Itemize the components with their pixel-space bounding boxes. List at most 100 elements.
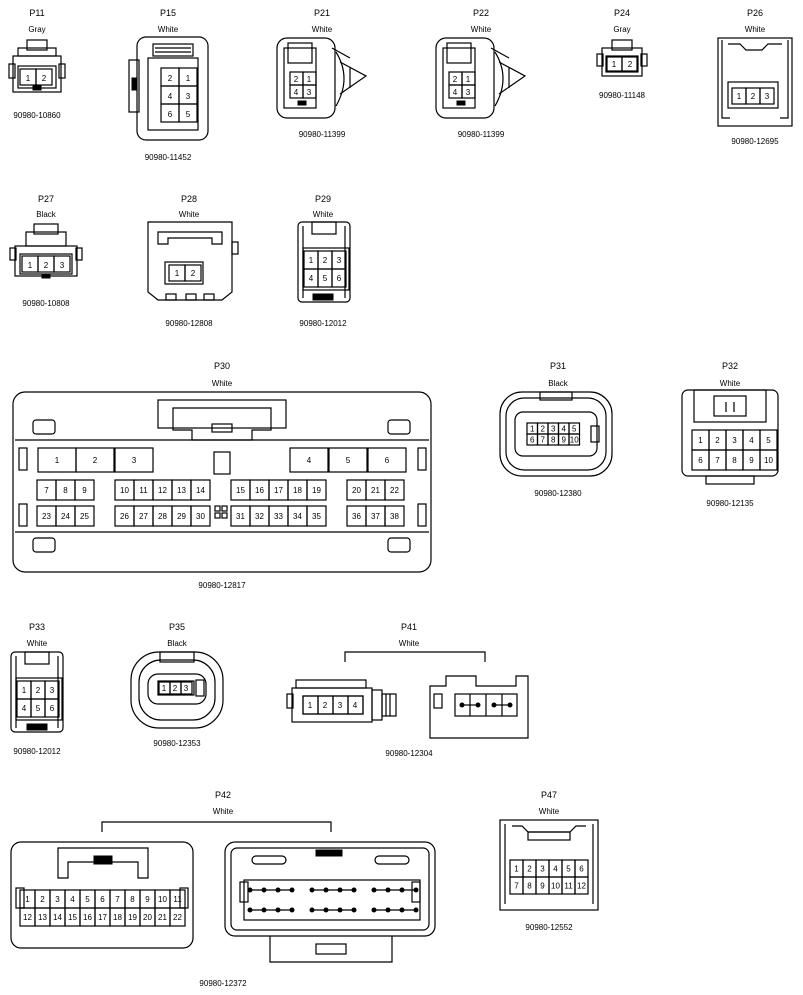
connector-cavity bbox=[302, 247, 350, 291]
pin-number: 18 bbox=[293, 486, 302, 495]
connector-p41: P41 White 1 2 3 4 90980-12304 bbox=[286, 622, 529, 758]
connector-housing bbox=[147, 221, 233, 301]
pin-number: 5 bbox=[85, 895, 90, 904]
connector-housing-mating bbox=[224, 841, 436, 937]
pin-number: 2 bbox=[628, 60, 633, 69]
terminal-dot bbox=[413, 887, 419, 893]
terminal-dot bbox=[289, 907, 295, 913]
pair-bracket bbox=[101, 821, 332, 832]
connector-side-tab bbox=[596, 53, 604, 67]
connector-id: P11 bbox=[29, 8, 44, 18]
pin-number: 3 bbox=[60, 261, 65, 270]
pin-cell bbox=[35, 68, 53, 86]
connector-id: P26 bbox=[747, 8, 763, 18]
pin-number: 6 bbox=[530, 435, 535, 444]
pin-number: 7 bbox=[715, 456, 720, 465]
pin-number: 20 bbox=[143, 913, 152, 922]
pin-cell bbox=[53, 255, 71, 273]
pin-number: 1 bbox=[162, 684, 167, 693]
terminal-dot bbox=[275, 907, 281, 913]
part-number: 90980-12372 bbox=[199, 979, 247, 988]
connector-latch bbox=[693, 389, 767, 423]
pin-number: 19 bbox=[312, 486, 321, 495]
pin-cell bbox=[461, 84, 476, 99]
pin-number: 4 bbox=[562, 424, 567, 433]
pin-number: 29 bbox=[177, 512, 186, 521]
pin-number: 3 bbox=[337, 256, 342, 265]
connector-latch bbox=[152, 43, 194, 57]
pin-cell bbox=[184, 264, 202, 282]
pin-number: 10 bbox=[158, 895, 167, 904]
connector-housing bbox=[435, 37, 495, 119]
connector-p11: P11 Gray 1 2 90980-10860 bbox=[8, 8, 66, 120]
pin-number: 38 bbox=[390, 512, 399, 521]
terminal-dot bbox=[247, 887, 253, 893]
pin-number: 5 bbox=[36, 704, 41, 713]
pin-number: 3 bbox=[466, 88, 471, 97]
pin-number: 3 bbox=[732, 436, 737, 445]
key-mark bbox=[32, 85, 42, 91]
terminal-dot bbox=[323, 907, 329, 913]
part-number: 90980-12380 bbox=[534, 489, 582, 498]
connector-color: White bbox=[213, 807, 234, 816]
part-number: 90980-10808 bbox=[22, 299, 70, 308]
terminal-dot bbox=[351, 887, 357, 893]
pin-number: 4 bbox=[309, 274, 314, 283]
pin-number: 2 bbox=[42, 74, 47, 83]
part-number: 90980-11399 bbox=[299, 130, 346, 139]
pin-number: 3 bbox=[338, 701, 343, 710]
pin-cell bbox=[180, 681, 193, 695]
pin-cell bbox=[74, 479, 95, 501]
pin-number: 8 bbox=[732, 456, 737, 465]
pin-number: 1 bbox=[612, 60, 617, 69]
connector-side-tab bbox=[8, 63, 16, 79]
pin-number: 23 bbox=[42, 512, 51, 521]
connector-p35: P35 Black 1 2 3 90980-12353 bbox=[130, 622, 224, 748]
pin-number: 34 bbox=[293, 512, 302, 521]
connector-latch bbox=[24, 651, 50, 665]
terminal-dot bbox=[399, 887, 405, 893]
pin-number: 3 bbox=[551, 424, 556, 433]
part-number: 90980-11399 bbox=[458, 130, 505, 139]
pin-number: 3 bbox=[540, 864, 545, 873]
pin-number: 5 bbox=[346, 456, 351, 465]
connector-id: P28 bbox=[181, 194, 197, 204]
connector-id: P22 bbox=[473, 8, 489, 18]
pin-number: 1 bbox=[466, 75, 471, 84]
pin-number: 20 bbox=[352, 486, 361, 495]
pin-number: 22 bbox=[173, 913, 182, 922]
pin-number: 10 bbox=[764, 456, 773, 465]
terminal-dot bbox=[247, 907, 253, 913]
connector-color: Black bbox=[36, 210, 57, 219]
connector-color: White bbox=[720, 379, 741, 388]
terminal-dot bbox=[261, 907, 267, 913]
pin-number: 17 bbox=[98, 913, 107, 922]
pin-number: 31 bbox=[236, 512, 245, 521]
pin-cell bbox=[169, 907, 186, 927]
pin-cell bbox=[759, 87, 775, 105]
terminal-dot bbox=[309, 887, 315, 893]
connector-latch bbox=[287, 42, 313, 64]
pin-number: 2 bbox=[191, 269, 196, 278]
terminal-dot bbox=[289, 887, 295, 893]
connector-id: P24 bbox=[614, 8, 630, 18]
pin-cell bbox=[347, 695, 364, 715]
mating-pin-grid bbox=[243, 879, 421, 921]
terminal-dot bbox=[351, 907, 357, 913]
pin-number: 11 bbox=[173, 895, 182, 904]
connector-cavity bbox=[147, 57, 199, 131]
connector-color: White bbox=[212, 379, 233, 388]
terminal-dot bbox=[399, 907, 405, 913]
pin-number: 35 bbox=[312, 512, 321, 521]
connector-color: White bbox=[312, 25, 333, 34]
connector-id: P33 bbox=[29, 622, 45, 632]
pin-number: 2 bbox=[541, 424, 546, 433]
connector-latch bbox=[57, 847, 149, 879]
connector-housing bbox=[276, 37, 336, 119]
connector-p33: P33 White 1 2 3 4 5 6 90980-12012 bbox=[10, 622, 64, 756]
part-number: 90980-12012 bbox=[299, 319, 347, 328]
